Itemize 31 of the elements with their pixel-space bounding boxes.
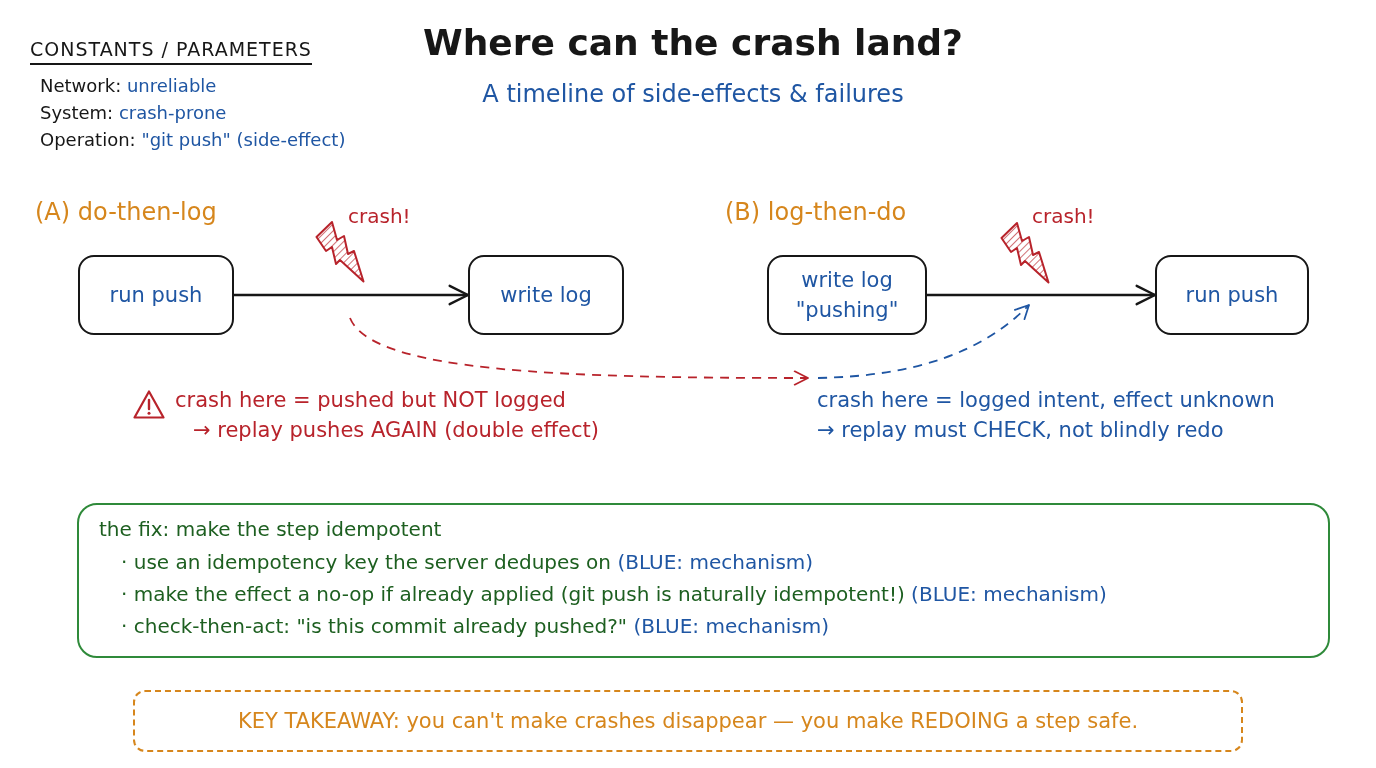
arrow	[232, 284, 470, 306]
process-box	[468, 255, 624, 335]
note-text: → replay pushes AGAIN (double effect)	[193, 418, 599, 442]
crash-label: crash!	[1032, 204, 1095, 228]
process-box	[767, 255, 927, 335]
section-title: (B) log-then-do	[725, 198, 907, 226]
subtitle: A timeline of side-effects & failures	[482, 80, 904, 108]
process-box	[78, 255, 234, 335]
crash-label: crash!	[348, 204, 411, 228]
bullet-item: · use an idempotency key the server dedupes on (BLUE: mechanism)	[121, 549, 814, 576]
arrow	[925, 284, 1157, 306]
bullet-item: · check-then-act: "is this commit already pushed?" (BLUE: mechanism)	[121, 613, 830, 640]
parameter-line: System: crash-prone	[40, 102, 227, 123]
title: Where can the crash land?	[423, 22, 963, 63]
bullet-item: · make the effect a no-op if already applied (git push is naturally idempotent!) (BLUE: mechanism)	[121, 581, 1107, 608]
step-label: run push	[109, 282, 203, 309]
process-box	[1155, 255, 1309, 335]
takeaway-text: KEY TAKEAWAY: you can't make crashes disappear — you make REDOING a step safe.	[237, 709, 1139, 733]
parameter-line: Network: unreliable	[40, 75, 217, 96]
section-title: (A) do-then-log	[35, 198, 217, 226]
note-text: crash here = pushed but NOT logged	[175, 388, 566, 412]
note-text: → replay must CHECK, not blindly redo	[817, 418, 1224, 442]
step-label: write log	[500, 282, 592, 309]
step-label: write log "pushing"	[794, 267, 900, 324]
parameter-line: Operation: "git push" (side-effect)	[40, 129, 346, 150]
fix-heading: the fix: make the step idempotent	[99, 516, 442, 543]
step-label: run push	[1185, 282, 1279, 309]
note-text: crash here = logged intent, effect unknown	[817, 388, 1275, 412]
takeaway-banner	[133, 690, 1243, 752]
fix-panel	[77, 503, 1330, 658]
section-heading: CONSTANTS / PARAMETERS	[30, 38, 312, 65]
